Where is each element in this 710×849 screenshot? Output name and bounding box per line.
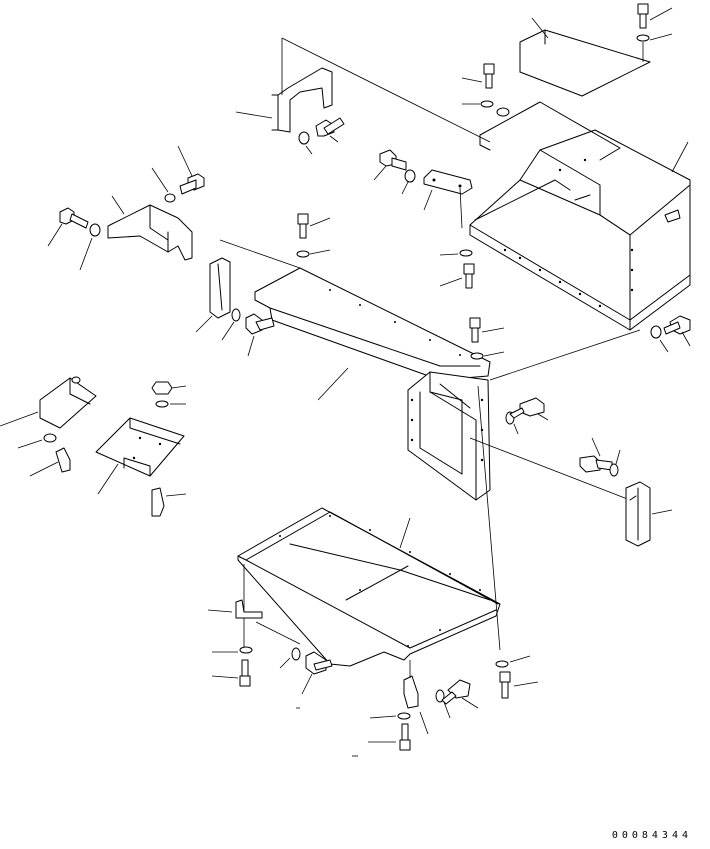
upper-bracket (236, 38, 490, 154)
mount-plate (96, 382, 186, 516)
bolt-lower-right (496, 656, 538, 698)
bolt-top-right (637, 4, 672, 62)
tray-center-fasteners (280, 648, 332, 694)
bolt-washer-lid (462, 64, 494, 107)
bolt-under-box-left (440, 250, 474, 288)
small-guard (0, 377, 96, 476)
bolt-above-panel (297, 214, 330, 257)
hinge-plate (374, 150, 472, 228)
tray-right-bracket (368, 660, 478, 750)
tray-rivets (279, 515, 481, 647)
tray-left-bracket (208, 600, 262, 686)
long-floor-panel (196, 240, 490, 400)
bottom-tray (238, 386, 500, 666)
rivet-row (503, 158, 634, 308)
panel-rivets (329, 289, 461, 356)
bolt-under-box-right (651, 316, 690, 352)
box-cover-assembly (470, 18, 690, 330)
duct-frame (408, 318, 640, 500)
left-cover-plate (48, 146, 204, 270)
drawing-number: 00084344 (611, 830, 692, 841)
right-vertical-bracket (580, 438, 672, 546)
